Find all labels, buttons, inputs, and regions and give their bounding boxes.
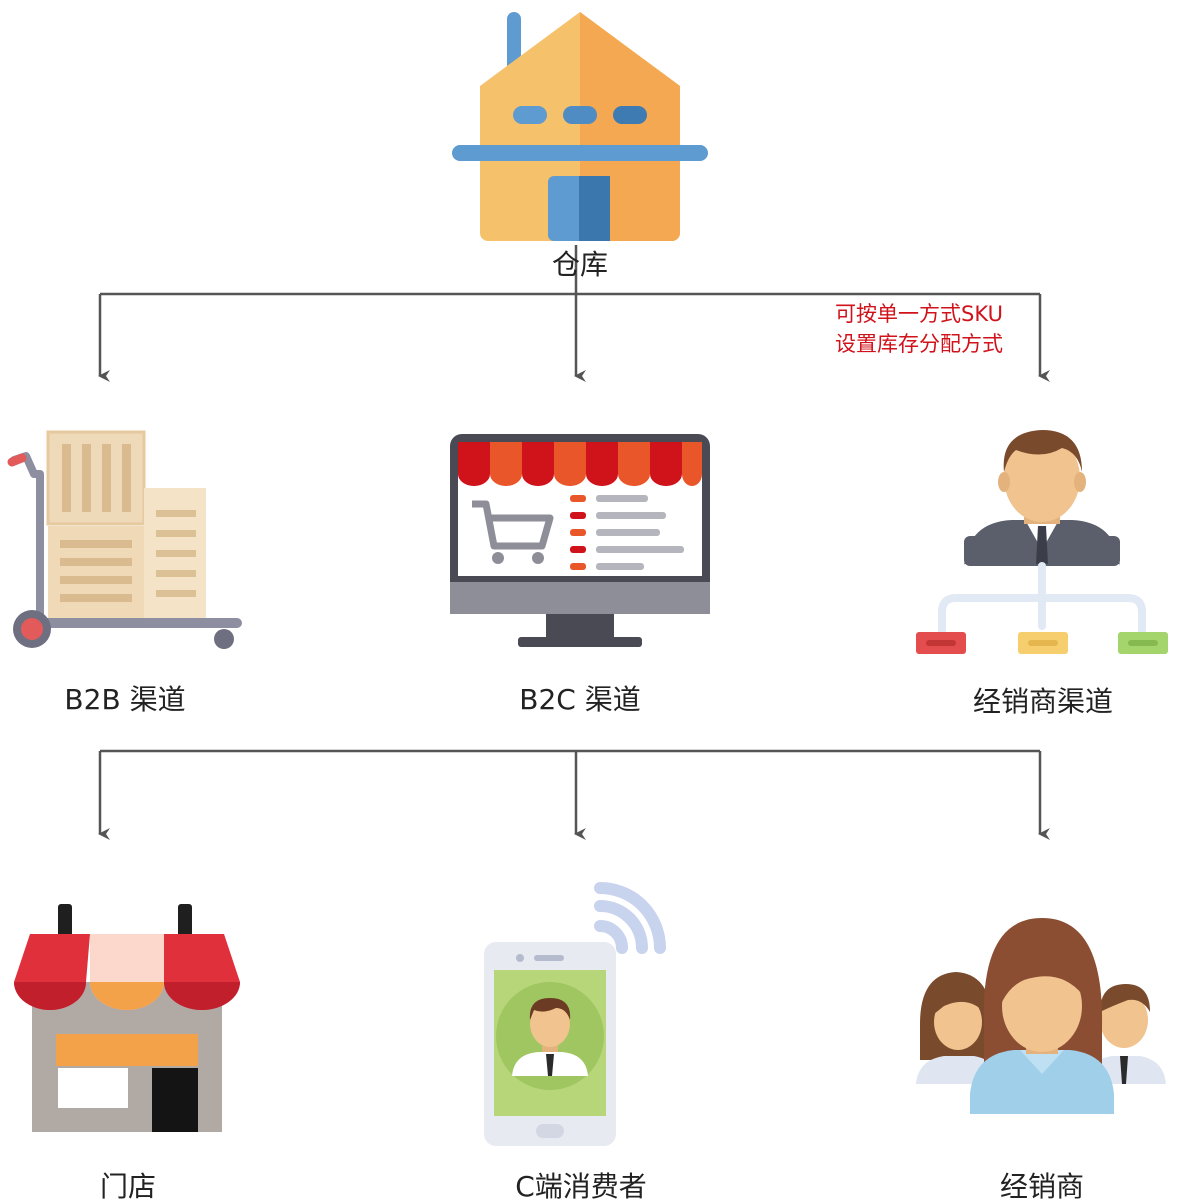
hand-truck-boxes-icon bbox=[7, 430, 242, 649]
storefront-icon bbox=[14, 904, 240, 1132]
dealer-label: 经销商 bbox=[999, 1170, 1085, 1203]
dealer-channel-label: 经销商渠道 bbox=[972, 685, 1114, 718]
warehouse-label: 仓库 bbox=[551, 248, 609, 281]
b2c-label: B2C 渠道 bbox=[519, 683, 641, 716]
annotation-line-2: 设置库存分配方式 bbox=[835, 332, 1003, 356]
smartphone-user-icon bbox=[484, 882, 666, 1146]
b2b-label: B2B 渠道 bbox=[64, 683, 186, 716]
annotation-line-1: 可按单一方式SKU bbox=[835, 302, 1003, 326]
org-chart-person-icon bbox=[916, 430, 1168, 654]
warehouse-to-channels-connector bbox=[98, 245, 1050, 382]
channels-to-endpoints-connector bbox=[98, 749, 1050, 840]
warehouse-icon bbox=[452, 12, 708, 241]
people-group-icon bbox=[916, 918, 1166, 1114]
consumer-label: C端消费者 bbox=[515, 1170, 647, 1203]
store-label: 门店 bbox=[99, 1170, 157, 1203]
online-shop-monitor-icon bbox=[450, 434, 710, 647]
allocation-annotation: 可按单一方式SKU 设置库存分配方式 bbox=[835, 299, 1003, 359]
